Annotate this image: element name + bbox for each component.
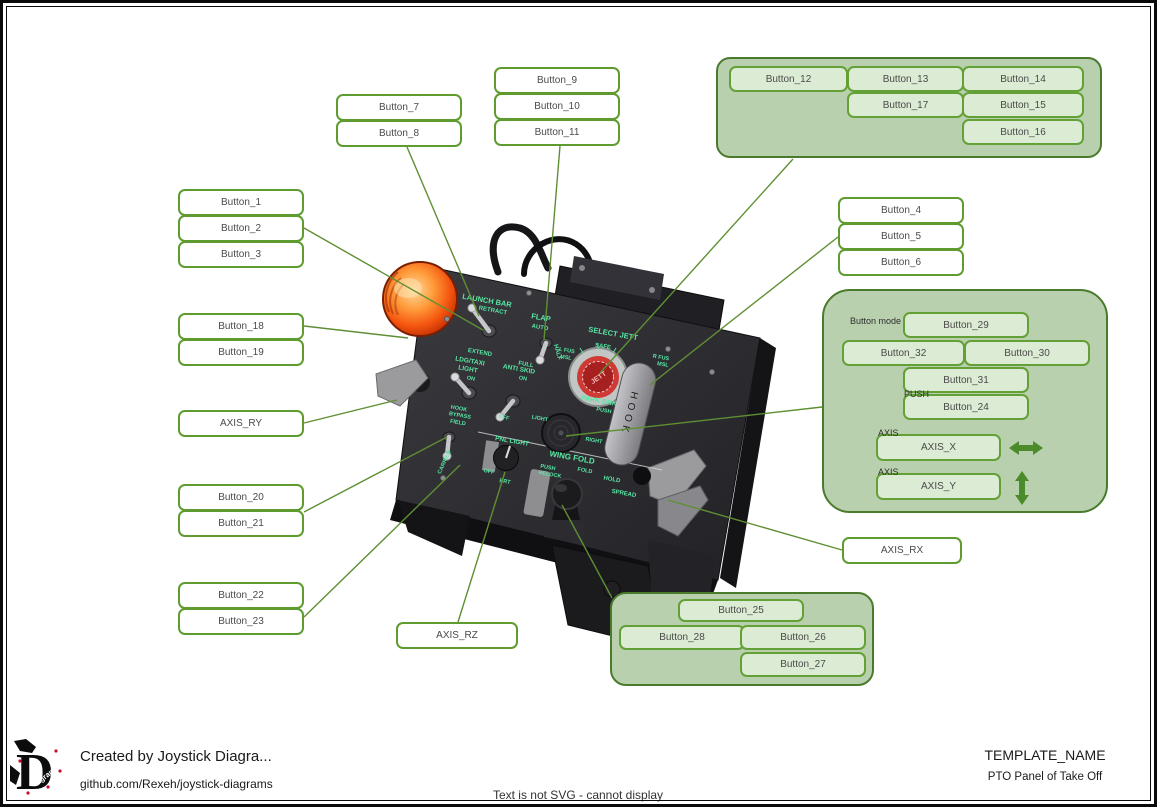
cable: [489, 223, 552, 276]
flap-toggle: [535, 337, 553, 365]
hold-label: HOLD: [603, 476, 621, 485]
button-box-28[interactable]: Button_28: [619, 625, 745, 650]
template-subtitle: PTO Panel of Take Off: [987, 771, 1103, 783]
button-box-8[interactable]: Button_8: [336, 120, 462, 147]
joystick-diagrams-logo: D iagrams: [6, 737, 68, 799]
button-box-23[interactable]: Button_23: [178, 608, 304, 635]
button-box-3[interactable]: Button_3: [178, 241, 304, 268]
auto-label: AUTO: [531, 324, 549, 333]
button-box-18[interactable]: Button_18: [178, 313, 304, 340]
button-box-6[interactable]: Button_6: [838, 249, 964, 276]
panel-side: [720, 338, 776, 588]
button-box-1[interactable]: Button_1: [178, 189, 304, 216]
push-tag-label: PUSH: [904, 389, 930, 399]
axis-x-tag-label: AXIS: [878, 428, 899, 438]
lever-guard: [523, 469, 551, 517]
axis-y-box[interactable]: AXIS_Y: [876, 473, 1001, 500]
button-box-12[interactable]: Button_12: [729, 66, 848, 92]
button-box-20[interactable]: Button_20: [178, 484, 304, 511]
axis-x-arrow-icon: [1009, 441, 1043, 455]
screw-icon: [579, 265, 585, 271]
left-paddle-lever: [375, 359, 429, 407]
axis-x-box[interactable]: AXIS_X: [876, 434, 1001, 461]
screw-icon: [649, 287, 655, 293]
svg-fallback-notice: Text is not SVG - cannot display: [492, 788, 664, 802]
hook-pivot: [633, 467, 651, 485]
logo-letter: D: [16, 744, 54, 799]
button-mode-label: Button mode: [850, 316, 902, 326]
button-box-31[interactable]: Button_31: [903, 367, 1029, 393]
msl-right-label: MSL: [657, 361, 670, 369]
off-pnl-label: OFF: [483, 468, 496, 476]
right-frag-label: RIGHT: [585, 437, 604, 446]
button-box-22[interactable]: Button_22: [178, 582, 304, 609]
push-wf-label: PUSH: [540, 464, 556, 473]
on-skid-label: ON: [518, 375, 527, 382]
support-wedge: [398, 500, 470, 556]
axis-y-tag-label: AXIS: [878, 467, 899, 477]
button-box-21[interactable]: Button_21: [178, 510, 304, 537]
button-box-14[interactable]: Button_14: [962, 66, 1084, 92]
retract-label: RETRACT: [478, 306, 508, 317]
fold-label: FOLD: [577, 467, 593, 476]
off-skid-label: OFF: [498, 414, 511, 422]
axis-rx-box[interactable]: AXIS_RX: [842, 537, 962, 564]
spread-label: SPREAD: [611, 489, 637, 499]
button-box-7[interactable]: Button_7: [336, 94, 462, 121]
hook-lever: HOOK: [604, 362, 657, 466]
safe-label: SAFE: [594, 343, 611, 352]
axis-y-arrow-icon: [1015, 471, 1029, 505]
button-box-15[interactable]: Button_15: [962, 92, 1084, 118]
button-box-13[interactable]: Button_13: [847, 66, 964, 92]
r-fus-label: R FUS: [652, 354, 670, 363]
button-box-4[interactable]: Button_4: [838, 197, 964, 224]
field-label: FIELD: [449, 419, 466, 428]
hook-bypass-toggle: [442, 431, 456, 461]
axis-ry-box[interactable]: AXIS_RY: [178, 410, 304, 437]
on-ldg-label: ON: [466, 375, 475, 382]
github-link[interactable]: github.com/Rexeh/joystick-diagrams: [80, 777, 273, 791]
pnl-light-knob: [493, 445, 519, 471]
brt-label: BRT: [499, 478, 512, 486]
msl-left-label: MSL: [560, 354, 573, 362]
right-paddle-lever: [657, 485, 709, 537]
button-box-29[interactable]: Button_29: [903, 312, 1029, 338]
created-by-text: Created by Joystick Diagra...: [80, 748, 272, 765]
template-name: TEMPLATE_NAME: [984, 747, 1106, 763]
button-box-17[interactable]: Button_17: [847, 92, 964, 118]
ldg-taxi-toggle: [450, 372, 477, 400]
flood-light-knob: [541, 413, 581, 453]
button-box-19[interactable]: Button_19: [178, 339, 304, 366]
half-label: HALF: [552, 344, 562, 361]
button-box-25[interactable]: Button_25: [678, 599, 804, 622]
light-frag-label: LIGHT: [531, 415, 549, 424]
push-label: PUSH: [596, 407, 612, 416]
extend-label: EXTEND: [467, 348, 493, 358]
button-box-24[interactable]: Button_24: [903, 394, 1029, 420]
light-label: LIGHT: [458, 364, 478, 374]
button-box-27[interactable]: Button_27: [740, 652, 866, 677]
wing-fold-lever: [544, 478, 586, 545]
button-box-26[interactable]: Button_26: [740, 625, 866, 650]
top-bracket-hinge: [570, 256, 664, 300]
button-box-32[interactable]: Button_32: [842, 340, 965, 366]
hook-bypass-label-1: HOOK: [450, 405, 467, 414]
hook-bypass-label-2: BYPASS: [448, 411, 471, 421]
button-box-30[interactable]: Button_30: [964, 340, 1090, 366]
jett-button: JETT: [568, 347, 628, 407]
button-box-10[interactable]: Button_10: [494, 93, 620, 120]
anti-skid-toggle: [495, 394, 521, 422]
button-box-11[interactable]: Button_11: [494, 119, 620, 146]
axis-rz-box[interactable]: AXIS_RZ: [396, 622, 518, 649]
l-fus-label: L FUS: [559, 347, 576, 356]
right-paddle-lever: [647, 449, 707, 507]
full-label: FULL: [518, 361, 534, 370]
button-box-16[interactable]: Button_16: [962, 119, 1084, 145]
button-box-9[interactable]: Button_9: [494, 67, 620, 94]
relock-label: RELOCK: [538, 470, 562, 480]
button-box-2[interactable]: Button_2: [178, 215, 304, 242]
button-box-5[interactable]: Button_5: [838, 223, 964, 250]
